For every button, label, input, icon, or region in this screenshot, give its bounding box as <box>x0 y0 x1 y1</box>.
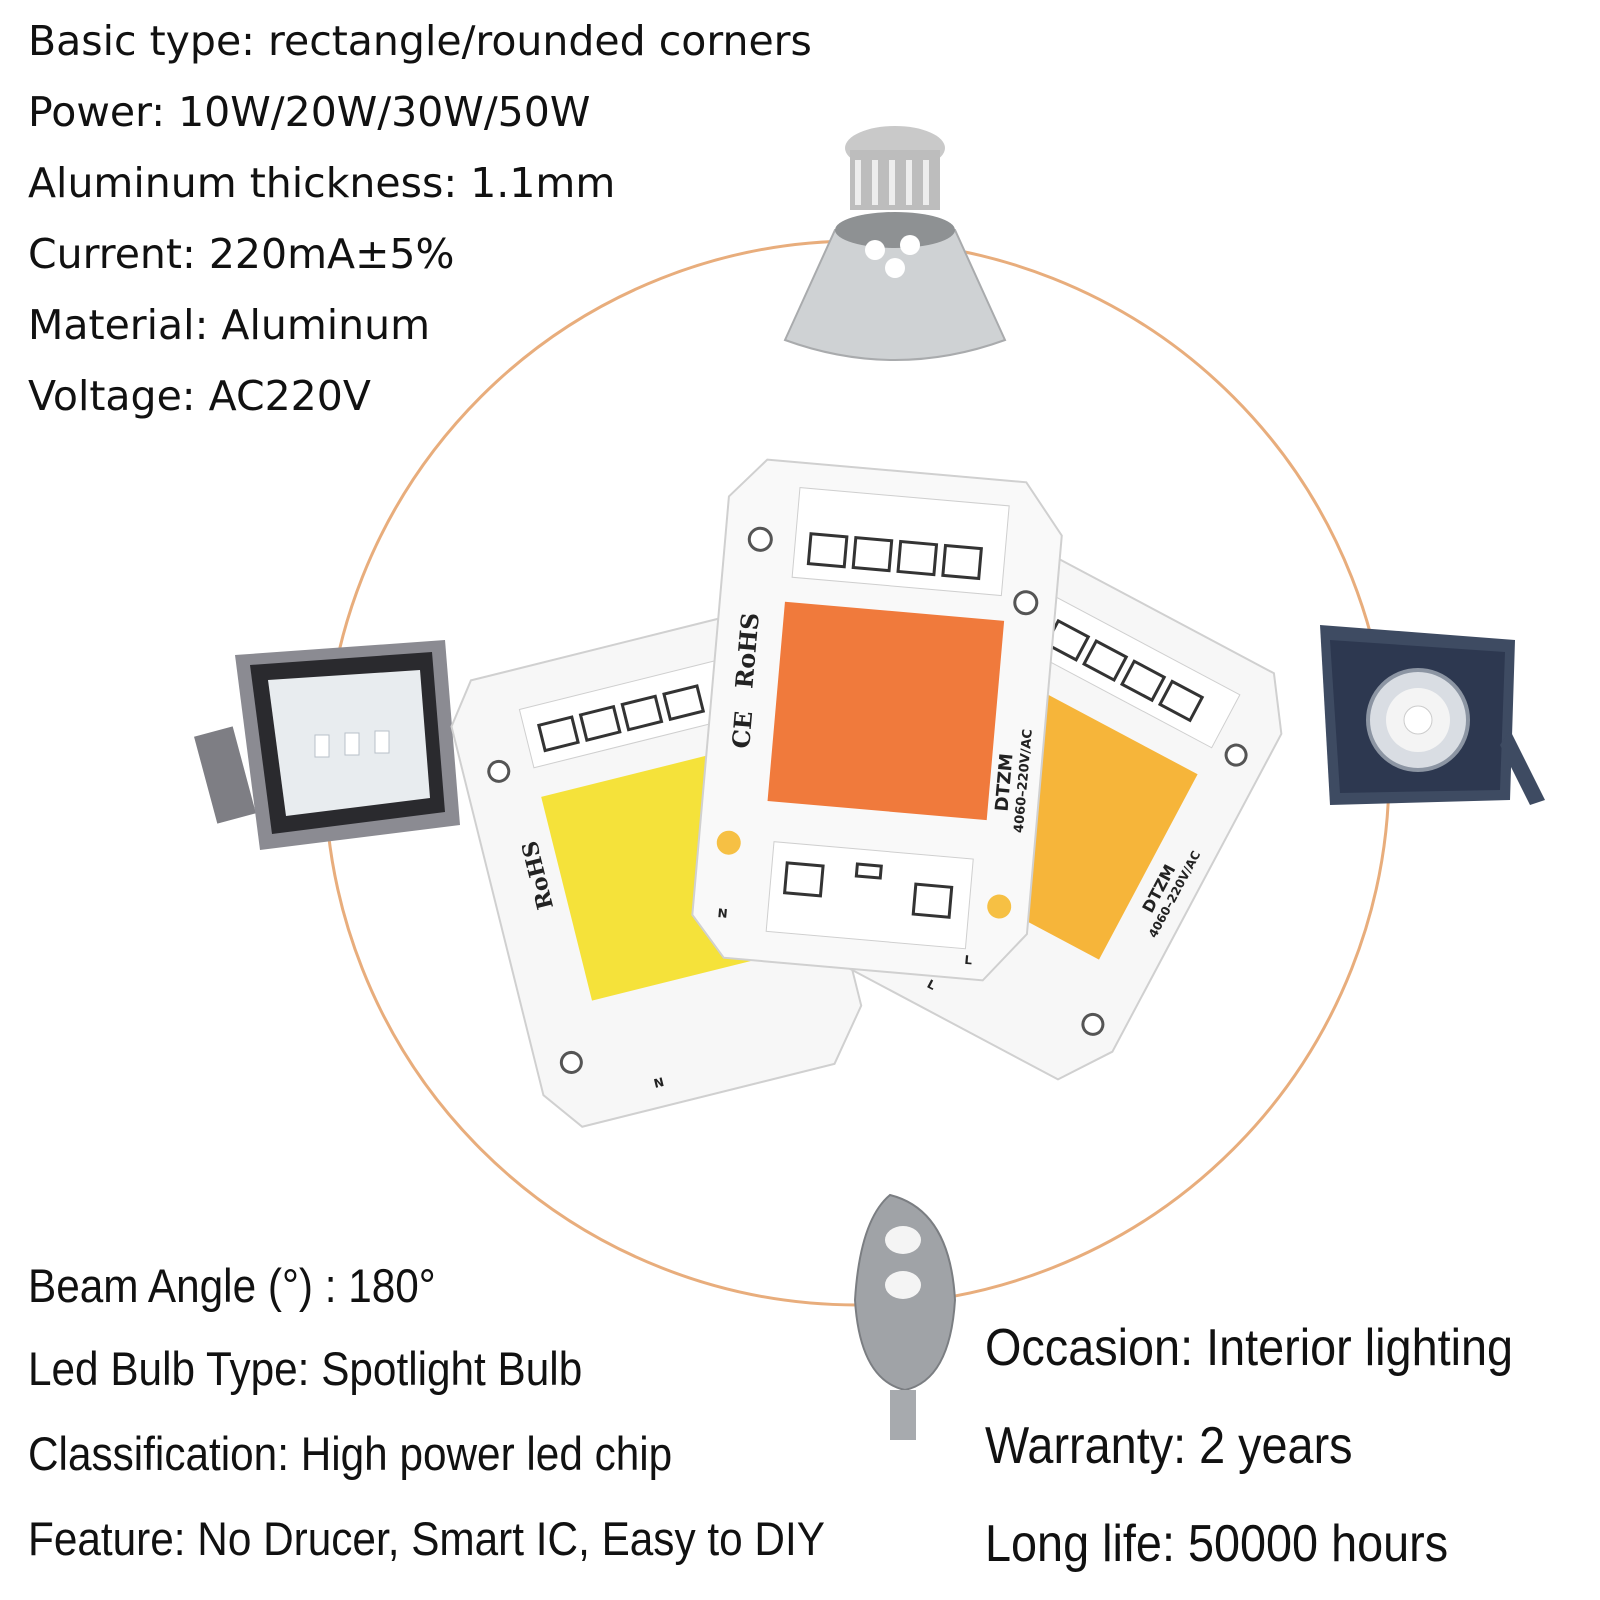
spec-warranty: Warranty: 2 years <box>985 1417 1353 1475</box>
flood-light-left-icon <box>194 640 460 850</box>
chip-brand-label-center: DTZM <box>992 753 1018 813</box>
spec-feature: Feature: No Drucer, Smart IC, Easy to DI… <box>28 1512 825 1565</box>
spec-aluminum-thickness: Aluminum thickness: 1.1mm <box>28 159 616 207</box>
spec-power: Power: 10W/20W/30W/50W <box>28 88 591 136</box>
led-chip-orange: RoHS CE DTZM 4060–220V/AC N L <box>691 458 1063 982</box>
street-light-icon <box>853 1193 957 1440</box>
spec-bulb-type: Led Bulb Type: Spotlight Bulb <box>28 1342 583 1395</box>
spec-occasion: Occasion: Interior lighting <box>985 1319 1514 1377</box>
spec-material: Material: Aluminum <box>28 301 431 349</box>
chip-neutral-label-left: N <box>652 1075 665 1091</box>
spec-basic-type: Basic type: rectangle/rounded corners <box>28 17 812 65</box>
high-bay-lamp-icon <box>783 126 1007 361</box>
spec-beam-angle: Beam Angle (°) : 180° <box>28 1259 436 1312</box>
chip-ce-label-center: CE <box>726 710 758 750</box>
spec-classification: Classification: High power led chip <box>28 1427 673 1480</box>
chip-rohs-label-center: RoHS <box>729 611 765 689</box>
chip-live-label-center: L <box>964 953 973 968</box>
flood-light-right-icon <box>1320 625 1545 805</box>
spec-voltage: Voltage: AC220V <box>28 372 371 420</box>
chip-neutral-label-center: N <box>717 906 728 921</box>
spec-long-life: Long life: 50000 hours <box>985 1515 1449 1573</box>
spec-current: Current: 220mA±5% <box>28 230 455 278</box>
